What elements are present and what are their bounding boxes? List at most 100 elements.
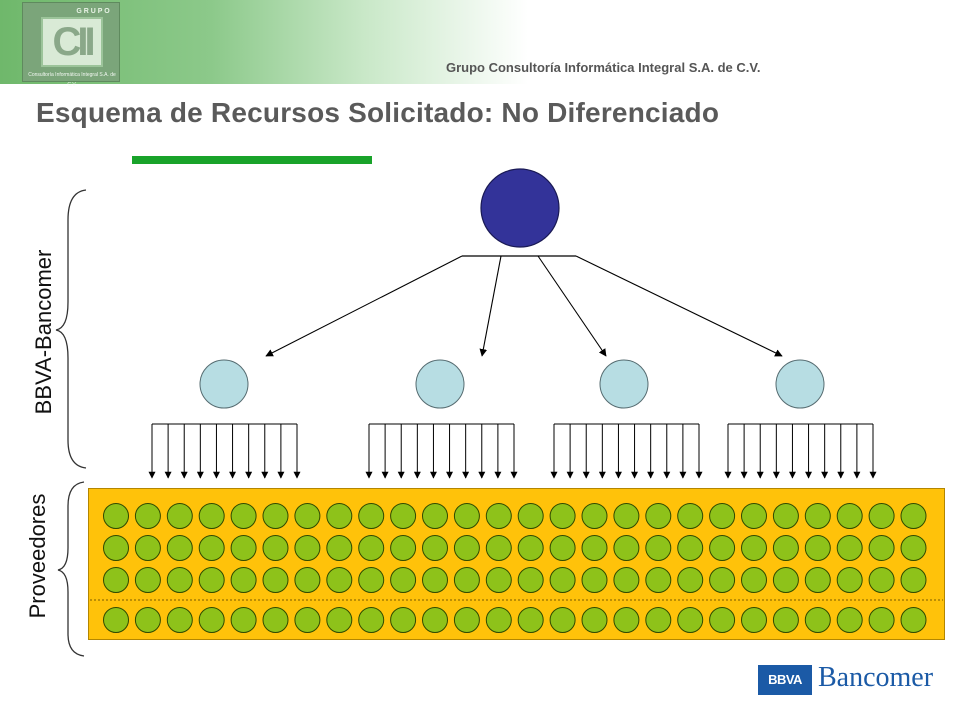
provider-node bbox=[741, 607, 767, 633]
provider-node bbox=[868, 535, 895, 561]
provider-node bbox=[517, 607, 544, 633]
provider-node bbox=[358, 567, 385, 593]
provider-node bbox=[262, 607, 289, 633]
provider-node bbox=[900, 535, 927, 561]
provider-node bbox=[294, 567, 321, 593]
provider-node bbox=[166, 567, 193, 593]
provider-node bbox=[741, 503, 767, 529]
provider-node bbox=[294, 535, 321, 561]
provider-node bbox=[166, 535, 193, 561]
provider-node bbox=[741, 535, 767, 561]
provider-node bbox=[581, 567, 608, 593]
provider-node bbox=[390, 567, 417, 593]
provider-node bbox=[390, 503, 417, 529]
logo-mark: CII bbox=[41, 17, 103, 67]
provider-node bbox=[453, 607, 480, 633]
provider-node bbox=[677, 607, 704, 633]
provider-node bbox=[166, 607, 193, 633]
provider-node bbox=[645, 503, 672, 529]
provider-node bbox=[549, 535, 576, 561]
area-node bbox=[599, 359, 649, 409]
provider-node bbox=[804, 503, 831, 529]
provider-node bbox=[230, 535, 257, 561]
provider-node bbox=[485, 567, 512, 593]
provider-node bbox=[134, 535, 161, 561]
provider-node bbox=[198, 535, 225, 561]
provider-node bbox=[230, 567, 257, 593]
provider-node bbox=[198, 567, 225, 593]
provider-node bbox=[294, 607, 321, 633]
provider-node bbox=[549, 567, 576, 593]
provider-node bbox=[422, 503, 448, 529]
provider-node bbox=[422, 607, 448, 633]
provider-node bbox=[103, 567, 129, 593]
provider-node bbox=[836, 607, 863, 633]
provider-node bbox=[645, 535, 672, 561]
provider-node bbox=[134, 567, 161, 593]
provider-node bbox=[485, 535, 512, 561]
provider-node bbox=[358, 535, 385, 561]
provider-node bbox=[709, 535, 736, 561]
provider-node bbox=[422, 567, 448, 593]
provider-node bbox=[772, 535, 799, 561]
area-node bbox=[775, 359, 825, 409]
root-arrow bbox=[575, 255, 783, 357]
provider-node bbox=[772, 503, 799, 529]
company-name: Grupo Consultoría Informática Integral S… bbox=[446, 60, 761, 75]
provider-node bbox=[198, 607, 225, 633]
provider-node bbox=[485, 607, 512, 633]
provider-node bbox=[804, 567, 831, 593]
provider-node bbox=[581, 503, 608, 529]
provider-node bbox=[390, 535, 417, 561]
provider-node bbox=[709, 567, 736, 593]
provider-node bbox=[326, 503, 353, 529]
provider-node bbox=[134, 503, 161, 529]
provider-node bbox=[836, 503, 863, 529]
provider-node bbox=[868, 607, 895, 633]
provider-node bbox=[868, 567, 895, 593]
provider-node bbox=[390, 607, 417, 633]
provider-node bbox=[230, 503, 257, 529]
provider-node bbox=[517, 535, 544, 561]
provider-node bbox=[741, 567, 767, 593]
provider-node bbox=[517, 503, 544, 529]
provider-node bbox=[549, 503, 576, 529]
provider-node bbox=[677, 567, 704, 593]
provider-node bbox=[262, 503, 289, 529]
provider-node bbox=[613, 535, 640, 561]
root-arrow bbox=[265, 255, 463, 357]
slide-title: Esquema de Recursos Solicitado: No Difer… bbox=[36, 97, 720, 128]
provider-node bbox=[836, 567, 863, 593]
provider-node bbox=[358, 503, 385, 529]
provider-node bbox=[166, 503, 193, 529]
provider-node bbox=[134, 607, 161, 633]
provider-node bbox=[326, 607, 353, 633]
logo-subtext: Consultoría Informática Integral S.A. de… bbox=[28, 72, 116, 88]
provider-node bbox=[103, 607, 129, 633]
title-underline bbox=[132, 156, 372, 164]
logo-top-text: G R U P O bbox=[76, 8, 110, 15]
company-logo: G R U P O CII Consultoría Informática In… bbox=[22, 2, 120, 88]
provider-node bbox=[836, 535, 863, 561]
root-arrow bbox=[479, 255, 502, 357]
provider-node bbox=[709, 503, 736, 529]
provider-node bbox=[645, 567, 672, 593]
provider-node bbox=[677, 535, 704, 561]
provider-node bbox=[326, 535, 353, 561]
provider-node bbox=[230, 607, 257, 633]
provider-node bbox=[453, 503, 480, 529]
provider-node bbox=[900, 607, 927, 633]
provider-node bbox=[645, 607, 672, 633]
provider-node bbox=[262, 567, 289, 593]
provider-node bbox=[613, 567, 640, 593]
header-band bbox=[0, 0, 960, 84]
provider-node bbox=[103, 535, 129, 561]
root-arrow bbox=[537, 255, 607, 357]
provider-node bbox=[326, 567, 353, 593]
brand-box: BBVA bbox=[758, 665, 812, 695]
area-node bbox=[199, 359, 249, 409]
provider-node bbox=[422, 535, 448, 561]
bank-brace bbox=[55, 189, 87, 469]
provider-node bbox=[613, 607, 640, 633]
